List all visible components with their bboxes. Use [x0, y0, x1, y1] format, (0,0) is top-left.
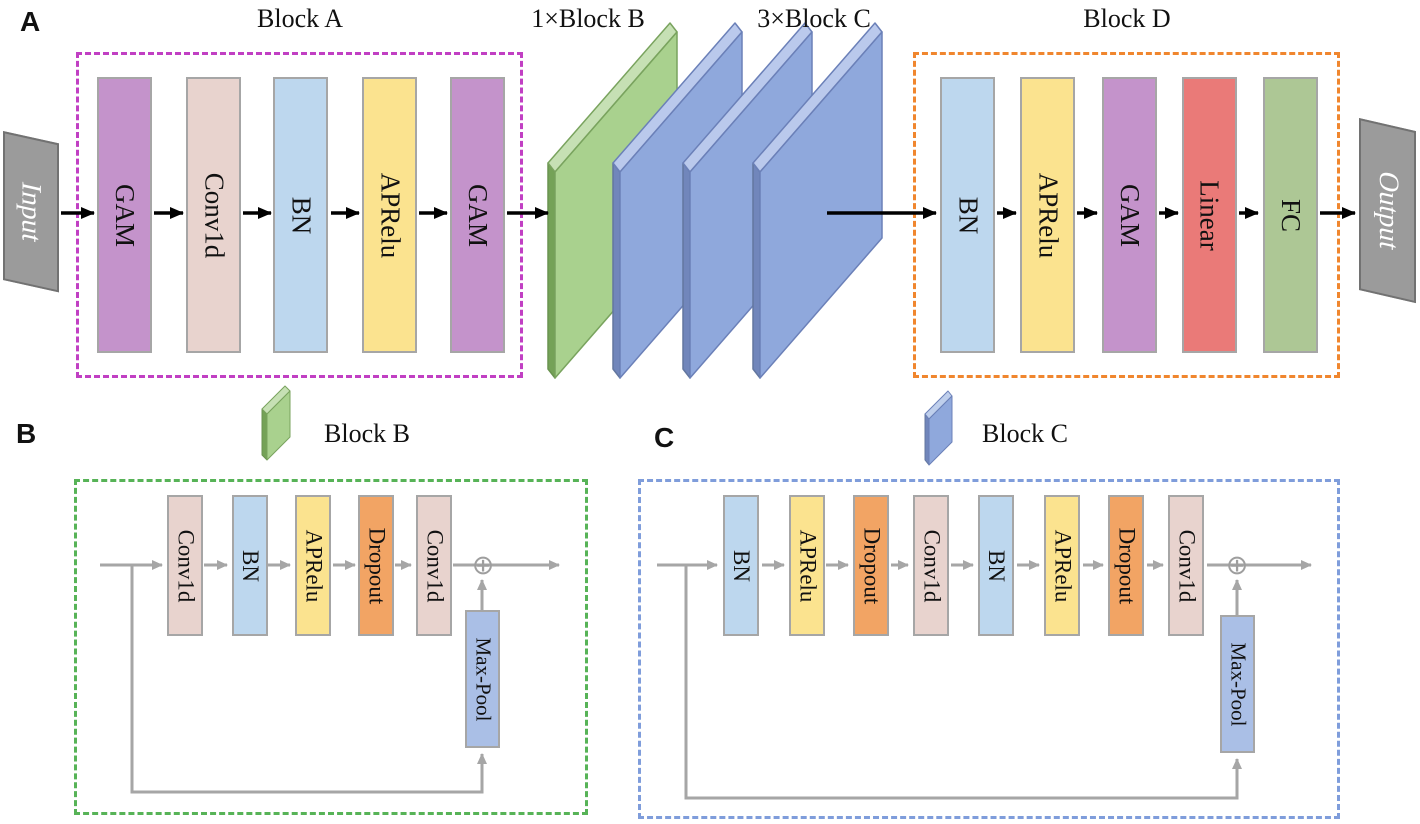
layer-bar-conv1d: Conv1d: [167, 495, 203, 636]
block-b-legend-plate-icon: [261, 385, 291, 461]
block-c-detail-title: Block C: [982, 419, 1068, 448]
layer-label: FC: [1276, 198, 1306, 232]
layer-bar-linear: Linear: [1182, 77, 1237, 353]
layer-label: Max-Pool: [471, 637, 495, 721]
block-c-legend-plate-icon: [924, 390, 953, 466]
layer-label: Conv1d: [199, 172, 230, 258]
layer-label: Conv1d: [919, 529, 944, 602]
layer-bar-bn: BN: [723, 495, 759, 636]
layer-bar-aprelu: APRelu: [1044, 495, 1080, 636]
layer-bar-aprelu: APRelu: [789, 495, 825, 636]
layer-label: Dropout: [1114, 527, 1140, 604]
layer-bar-gam: GAM: [1102, 77, 1157, 353]
panel-b-label: B: [16, 418, 37, 449]
layer-label: BN: [728, 549, 754, 582]
layer-label: GAM: [463, 183, 494, 247]
layer-label: APRelu: [375, 172, 406, 258]
block-b-multiplier-title: 1×Block B: [531, 4, 645, 33]
block-a-title: Block A: [257, 4, 343, 33]
layer-label: GAM: [1115, 183, 1146, 247]
layer-label: Conv1d: [1174, 529, 1199, 602]
layer-bar-gam: GAM: [97, 77, 152, 353]
layer-label: BN: [952, 196, 983, 234]
layer-bar-aprelu: APRelu: [295, 495, 331, 636]
panel-c-label: C: [654, 422, 675, 453]
layer-bar-conv1d: Conv1d: [913, 495, 949, 636]
sum-plus-icon: ⊕: [1225, 549, 1249, 581]
layer-label: Conv1d: [173, 529, 198, 602]
layer-label: BN: [237, 549, 263, 582]
layer-bar-maxpool: Max-Pool: [1220, 615, 1255, 753]
output-node: Output: [1359, 118, 1416, 304]
layer-label: Dropout: [364, 527, 390, 604]
layer-bar-bn: BN: [940, 77, 995, 353]
input-label: Input: [16, 178, 48, 245]
layer-bar-aprelu: APRelu: [362, 77, 417, 353]
layer-bar-conv1d: Conv1d: [186, 77, 241, 353]
layer-label: Max-Pool: [1226, 642, 1250, 726]
layer-label: APRelu: [795, 529, 820, 602]
block-c-plate: [612, 22, 743, 379]
output-label: Output: [1372, 168, 1404, 254]
layer-bar-dropout: Dropout: [1108, 495, 1144, 636]
layer-bar-dropout: Dropout: [358, 495, 394, 636]
layer-label: BN: [983, 549, 1009, 582]
layer-bar-fc: FC: [1263, 77, 1318, 353]
layer-bar-aprelu: APRelu: [1020, 77, 1075, 353]
panel-a-label: A: [20, 6, 41, 37]
layer-bar-maxpool: Max-Pool: [465, 610, 500, 748]
layer-label: GAM: [110, 183, 141, 247]
layer-label: APRelu: [1033, 172, 1064, 258]
block-d-title: Block D: [1083, 4, 1171, 33]
input-node: Input: [3, 131, 59, 293]
block-d-outline: [913, 52, 1340, 378]
block-a-outline: [76, 52, 523, 378]
layer-bar-bn: BN: [273, 77, 328, 353]
layer-bar-bn: BN: [232, 495, 268, 636]
layer-label: Linear: [1195, 179, 1226, 251]
block-c-multiplier-title: 3×Block C: [757, 4, 871, 33]
layer-bar-gam: GAM: [450, 77, 505, 353]
block-b-plate: [547, 22, 678, 379]
block-b-detail-title: Block B: [324, 419, 410, 448]
block-c-plate: [682, 22, 813, 379]
block-c-plate: [752, 22, 883, 379]
sum-plus-icon: ⊕: [471, 549, 495, 581]
layer-bar-conv1d: Conv1d: [416, 495, 452, 636]
layer-label: APRelu: [301, 529, 326, 602]
layer-label: APRelu: [1050, 529, 1075, 602]
layer-label: Dropout: [859, 527, 885, 604]
layer-label: BN: [285, 196, 316, 234]
block-b-outline: [74, 479, 588, 815]
layer-bar-bn: BN: [978, 495, 1014, 636]
layer-bar-conv1d: Conv1d: [1168, 495, 1204, 636]
layer-label: Conv1d: [422, 529, 447, 602]
block-c-outline: [638, 479, 1340, 819]
layer-bar-dropout: Dropout: [853, 495, 889, 636]
